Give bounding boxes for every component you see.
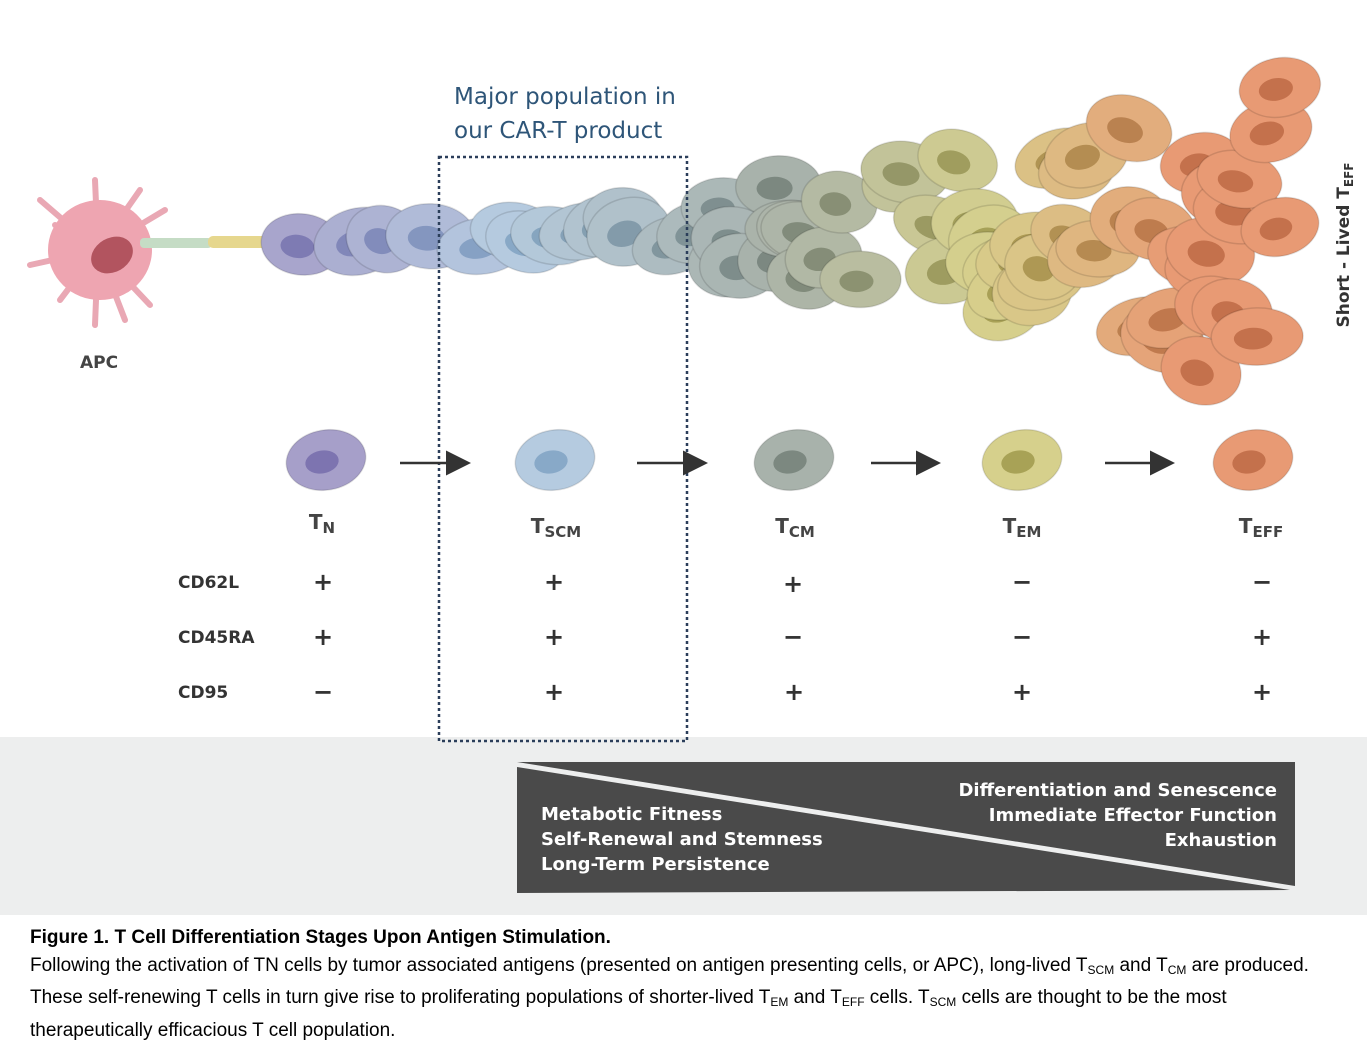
triangle-left-text: Metabotic Fitness Self-Renewal and Stemn… [541, 802, 823, 877]
stage-label-teff: TEFF [1238, 514, 1284, 541]
cell-icon [753, 428, 835, 492]
marker-sign: − [1011, 568, 1033, 596]
differentiation-diagram [27, 56, 1322, 893]
apc-cell [27, 177, 272, 328]
marker-sign: + [312, 568, 334, 596]
cell-icon [1085, 93, 1173, 163]
stage-label-tscm: TSCM [530, 514, 582, 541]
marker-label-cd62l: CD62L [178, 573, 240, 593]
cell-icon [819, 250, 902, 309]
cell-icon [1238, 56, 1322, 119]
cell-cluster [260, 56, 1322, 406]
cell-icon [1212, 428, 1294, 492]
marker-sign: + [543, 678, 565, 706]
triangle-left-line: Long-Term Persistence [541, 854, 770, 875]
highlight-box [437, 155, 689, 743]
stage-label-tcm: TCM [775, 514, 815, 541]
triangle-left-line: Metabotic Fitness [541, 804, 723, 825]
triangle-right-text: Differentiation and Senescence Immediate… [958, 778, 1277, 853]
marker-sign: − [782, 623, 804, 651]
stage-label-tn: TN [308, 510, 336, 537]
marker-sign: + [783, 678, 805, 706]
short-lived-sub: EFF [1342, 162, 1357, 188]
triangle-right-line: Differentiation and Senescence [958, 780, 1277, 801]
figure-caption: Figure 1. T Cell Differentiation Stages … [30, 924, 1350, 1044]
marker-sign: + [782, 570, 804, 598]
callout-line-2: our CAR-T product [454, 118, 663, 144]
cell-icon [1240, 196, 1320, 258]
short-lived-main: Short - Lived T [1333, 187, 1354, 328]
cell-icon [1210, 307, 1304, 367]
cell-icon [917, 128, 999, 193]
caption-title: Figure 1. T Cell Differentiation Stages … [30, 927, 611, 948]
marker-sign: + [543, 568, 565, 596]
marker-sign: − [1011, 623, 1033, 651]
triangle-right-line: Exhaustion [1164, 830, 1277, 851]
triangle-left-line: Self-Renewal and Stemness [541, 829, 823, 850]
marker-sign: + [312, 623, 334, 651]
marker-sign: + [1011, 678, 1033, 706]
callout-line-1: Major population in [454, 84, 676, 110]
cell-icon [514, 428, 596, 492]
marker-sign: − [1251, 568, 1273, 596]
marker-sign: + [543, 623, 565, 651]
gradient-triangle [517, 762, 1295, 893]
callout-text: Major population in our CAR-T product [454, 80, 734, 148]
cell-icon [800, 170, 878, 234]
stage-label-tem: TEM [1002, 514, 1042, 541]
short-lived-label: Short - Lived TEFF [1334, 163, 1356, 328]
marker-label-cd95: CD95 [178, 683, 229, 703]
cell-icon [285, 428, 367, 492]
marker-label-cd45ra: CD45RA [178, 628, 255, 648]
stage-cells [285, 428, 1294, 492]
marker-sign: − [312, 678, 334, 706]
apc-label: APC [80, 353, 119, 373]
triangle-right-line: Immediate Effector Function [988, 805, 1277, 826]
marker-sign: + [1251, 623, 1273, 651]
caption-body: Following the activation of TN cells by … [30, 954, 1309, 1041]
cell-icon [1196, 149, 1283, 210]
cell-icon [981, 428, 1063, 492]
marker-sign: + [1251, 678, 1273, 706]
